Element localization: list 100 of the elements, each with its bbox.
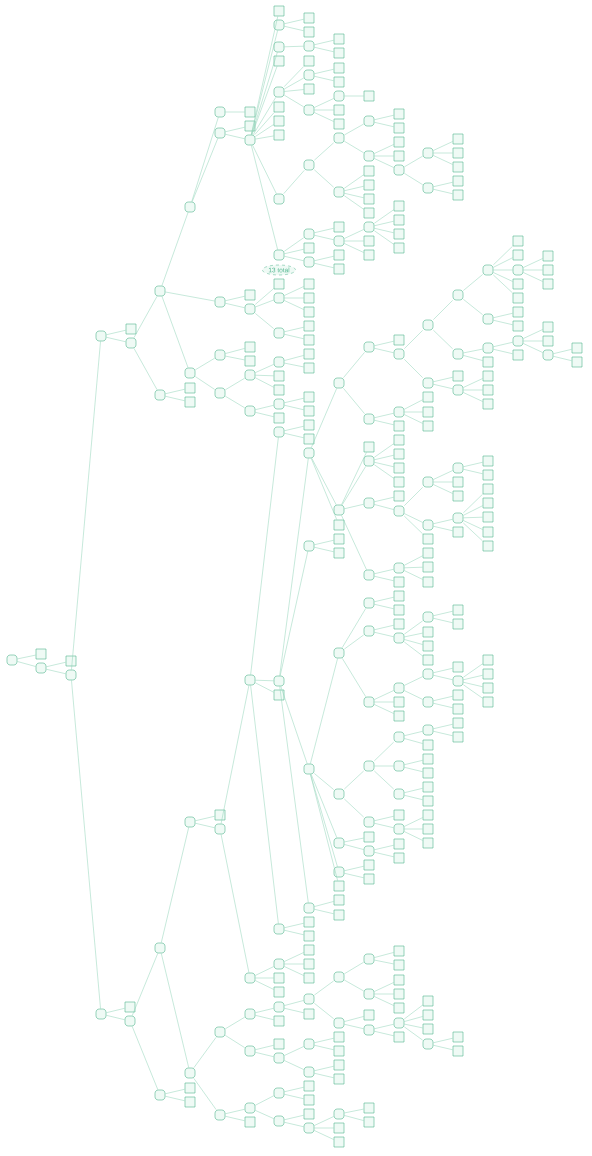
connector-line <box>225 134 245 139</box>
connector-line <box>493 320 513 325</box>
connector-line <box>251 52 278 135</box>
square <box>333 1122 345 1134</box>
connector-line <box>463 522 483 542</box>
square <box>393 490 405 502</box>
square <box>363 207 375 219</box>
connector-line <box>493 257 513 268</box>
square <box>333 533 345 545</box>
connector-line <box>344 243 364 253</box>
connector-line <box>284 26 304 31</box>
connector-line <box>374 1024 394 1030</box>
connector-line <box>106 1008 125 1013</box>
connector-line <box>433 141 453 151</box>
square <box>244 106 256 118</box>
square <box>273 129 285 141</box>
connector-line <box>255 135 274 140</box>
connector-line <box>284 1060 304 1070</box>
connector-line <box>255 288 274 305</box>
connector-line <box>344 504 364 509</box>
connector-line <box>404 1023 423 1029</box>
square <box>452 661 464 673</box>
connector-line <box>251 30 278 135</box>
square <box>422 995 434 1007</box>
connector-line <box>463 299 483 315</box>
square <box>184 1096 196 1108</box>
connector-line <box>404 731 423 736</box>
connector-line <box>284 398 304 403</box>
connector-line <box>106 330 126 335</box>
square <box>333 894 345 906</box>
square <box>452 133 464 145</box>
square <box>273 5 285 17</box>
connector-line <box>344 1016 364 1022</box>
connector-line <box>374 455 394 460</box>
connector-line <box>344 193 364 198</box>
connector-line <box>284 237 304 252</box>
connector-line <box>284 256 304 261</box>
square <box>184 1082 196 1094</box>
connector-line <box>225 395 245 409</box>
connector-line <box>433 189 453 194</box>
connector-line <box>404 632 423 638</box>
square <box>393 945 405 957</box>
square <box>393 434 405 446</box>
connector-line <box>374 504 394 510</box>
connector-line <box>284 362 304 368</box>
connector-line <box>255 1052 274 1057</box>
connector-line <box>374 690 394 700</box>
connector-line <box>404 831 423 841</box>
square <box>273 278 285 290</box>
square <box>333 221 345 233</box>
square <box>363 859 375 871</box>
connector-line <box>404 330 423 349</box>
square <box>333 33 345 45</box>
square <box>303 12 315 24</box>
connector-line <box>106 337 126 342</box>
connector-line <box>165 291 215 302</box>
connector-line <box>344 873 364 879</box>
square <box>482 511 494 523</box>
square <box>273 55 285 67</box>
connector-line <box>374 221 394 226</box>
connector-line <box>433 329 453 350</box>
square <box>125 323 137 335</box>
connector-line <box>374 845 394 850</box>
connector-line <box>311 388 337 448</box>
connector-line <box>220 834 250 973</box>
square <box>273 384 285 396</box>
connector-line <box>344 837 364 843</box>
square <box>303 306 315 318</box>
connector-line <box>252 97 277 135</box>
square <box>363 235 375 247</box>
square <box>303 972 315 984</box>
connector-line <box>404 795 423 800</box>
square <box>65 655 77 667</box>
square <box>452 731 464 743</box>
connector-line <box>404 639 423 645</box>
square <box>482 497 494 509</box>
connector-line <box>314 69 334 74</box>
connector-line <box>161 953 189 1068</box>
connector-line <box>250 437 279 675</box>
connector-line <box>463 493 483 514</box>
connector-line <box>255 1045 274 1050</box>
connector-line <box>344 123 364 136</box>
connector-line <box>225 1109 245 1115</box>
square <box>422 781 434 793</box>
connector-line <box>433 384 453 389</box>
square <box>393 838 405 850</box>
connector-line <box>255 124 274 137</box>
square <box>35 648 47 660</box>
square <box>333 249 345 261</box>
connector-line <box>314 98 334 108</box>
connector-line <box>374 952 394 958</box>
connector-line <box>374 413 394 418</box>
connector-line <box>225 303 245 308</box>
square <box>393 214 405 226</box>
connector-line <box>344 798 364 818</box>
square <box>273 412 285 424</box>
connector-line <box>404 414 423 424</box>
connector-line <box>463 520 483 530</box>
connector-line <box>463 684 483 699</box>
connector-line <box>284 1008 304 1014</box>
